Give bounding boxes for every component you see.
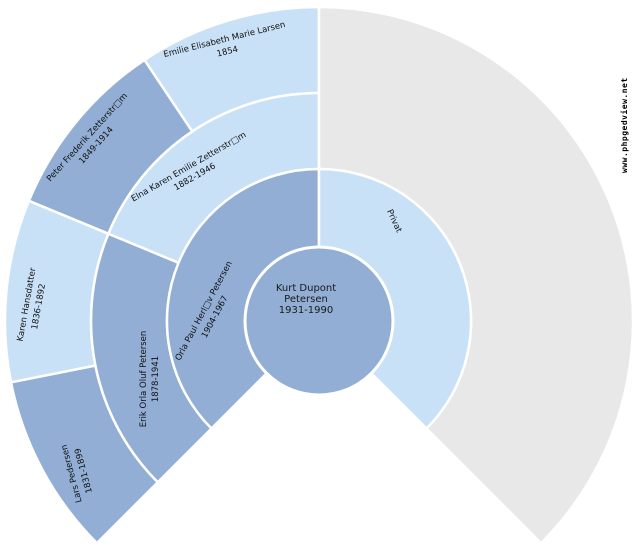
center-person-dates: 1931-1990: [279, 305, 334, 316]
center-person-name-line1: Kurt Dupont: [276, 283, 336, 294]
center-person-circle[interactable]: [243, 245, 395, 397]
grandfather-paternal-name: Erik Orla Oluf Petersen: [139, 331, 149, 428]
center-person-name-line2: Petersen: [284, 294, 328, 305]
phpgedview-watermark: www.phpgedview.net: [619, 77, 629, 173]
grandfather-paternal-dates: 1878-1941: [151, 356, 161, 402]
